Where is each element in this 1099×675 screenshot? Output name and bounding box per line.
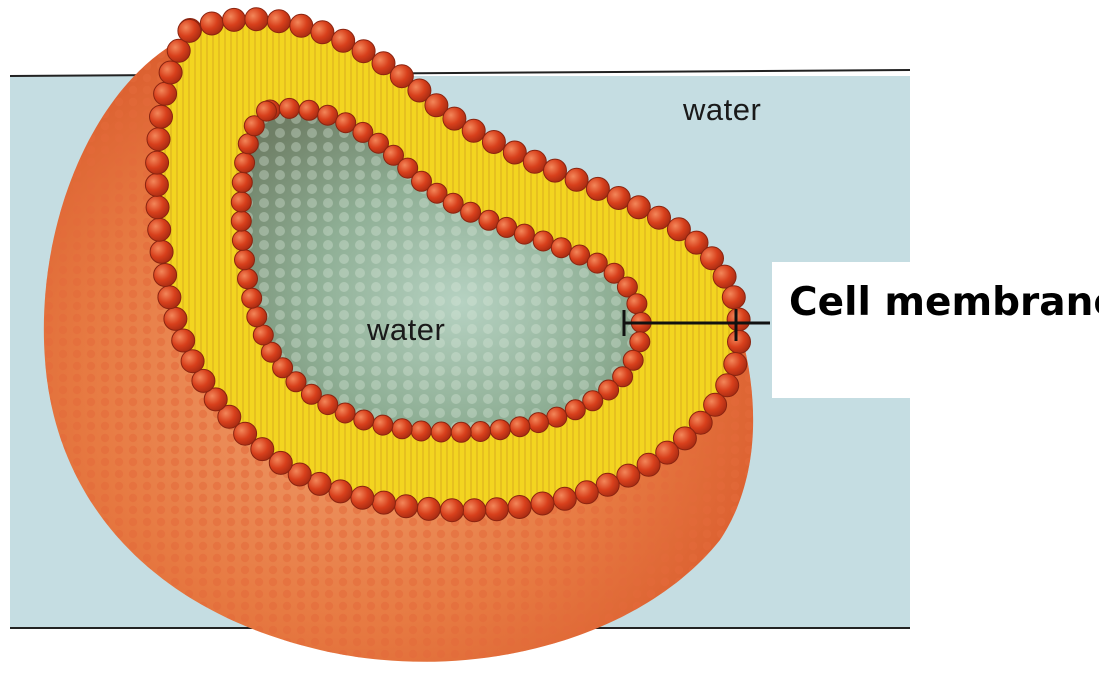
lipid-head — [373, 415, 393, 435]
lipid-head — [490, 420, 510, 440]
lipid-head — [159, 61, 182, 84]
lipid-head — [722, 286, 745, 309]
lipid-head — [332, 29, 355, 52]
outer-water-label: water — [683, 92, 761, 128]
lipid-head — [727, 308, 750, 331]
lipid-head — [417, 497, 440, 520]
lipid-head — [463, 499, 486, 522]
lipid-head — [235, 153, 255, 173]
lipid-head — [508, 496, 531, 519]
lipid-head — [223, 8, 246, 31]
lipid-head — [372, 491, 395, 514]
lipid-head — [479, 210, 499, 230]
lipid-head — [242, 288, 262, 308]
lipid-head — [352, 40, 375, 63]
lipid-head — [154, 82, 177, 105]
lipid-head — [167, 39, 190, 62]
lipid-head — [724, 353, 747, 376]
lipid-head — [181, 350, 204, 373]
lipid-head — [565, 400, 585, 420]
lipid-head — [351, 486, 374, 509]
lipid-head — [267, 10, 290, 33]
lipid-head — [146, 196, 169, 219]
lipid-head — [231, 211, 251, 231]
lipid-head — [570, 245, 590, 265]
lipid-head — [553, 487, 576, 510]
lipid-head — [231, 192, 251, 212]
lipid-head — [154, 264, 177, 287]
lipid-head — [485, 498, 508, 521]
lipid-head — [471, 422, 491, 442]
lipid-head — [232, 230, 252, 250]
lipid-head — [461, 202, 481, 222]
lipid-head — [392, 419, 412, 439]
lipid-head — [529, 413, 549, 433]
cell-membrane-label: Cell membrane — [789, 280, 1099, 325]
lipid-head — [172, 329, 195, 352]
lipid-head — [146, 151, 169, 174]
lipid-head — [630, 332, 650, 352]
lipid-head — [617, 464, 640, 487]
lipid-head — [583, 391, 603, 411]
lipid-head — [497, 217, 517, 237]
lipid-head — [637, 453, 660, 476]
lipid-head — [147, 128, 170, 151]
lipid-head — [247, 307, 267, 327]
lipid-head — [716, 374, 739, 397]
lipid-head — [336, 113, 356, 133]
lipid-head — [503, 141, 526, 164]
lipid-head — [510, 417, 530, 437]
lipid-head — [150, 105, 173, 128]
lipid-head — [318, 105, 338, 125]
lipid-head — [299, 100, 319, 120]
lipid-head — [586, 177, 609, 200]
lipid-head — [575, 481, 598, 504]
lipid-head — [544, 159, 567, 182]
lipid-head — [627, 294, 647, 314]
lipid-head — [596, 473, 619, 496]
lipid-head — [551, 238, 571, 258]
lipid-head — [443, 193, 463, 213]
lipid-head — [148, 218, 171, 241]
lipid-head — [232, 172, 252, 192]
lipid-head — [533, 231, 553, 251]
lipid-head — [514, 224, 534, 244]
lipid-head — [290, 14, 313, 37]
lipid-head — [713, 265, 736, 288]
lipid-head — [462, 119, 485, 142]
lipid-head — [395, 495, 418, 518]
lipid-head — [279, 98, 299, 118]
lipid-head — [245, 8, 268, 31]
lipid-head — [565, 168, 588, 191]
lipid-head — [235, 250, 255, 270]
lipid-head — [354, 410, 374, 430]
lipid-head — [482, 131, 505, 154]
lipid-head — [547, 407, 567, 427]
inner-water-label: water — [367, 312, 445, 348]
lipid-head — [257, 101, 277, 121]
lipid-head — [648, 206, 671, 229]
lipid-head — [158, 286, 181, 309]
lipid-head — [145, 173, 168, 196]
lipid-head — [329, 480, 352, 503]
lipid-head — [411, 421, 431, 441]
lipid-head — [164, 307, 187, 330]
lipid-head — [441, 499, 464, 522]
lipid-head — [200, 12, 223, 35]
lipid-head — [728, 330, 751, 353]
lipid-head — [451, 422, 471, 442]
lipid-head — [531, 492, 554, 515]
lipid-head — [238, 134, 258, 154]
lipid-head — [627, 196, 650, 219]
lipid-head — [311, 21, 334, 44]
lipid-head — [523, 150, 546, 173]
lipid-head — [431, 422, 451, 442]
lipid-head — [607, 187, 630, 210]
lipid-head — [253, 325, 273, 345]
lipid-head — [178, 19, 201, 42]
lipid-head — [238, 269, 258, 289]
lipid-head — [150, 240, 173, 263]
